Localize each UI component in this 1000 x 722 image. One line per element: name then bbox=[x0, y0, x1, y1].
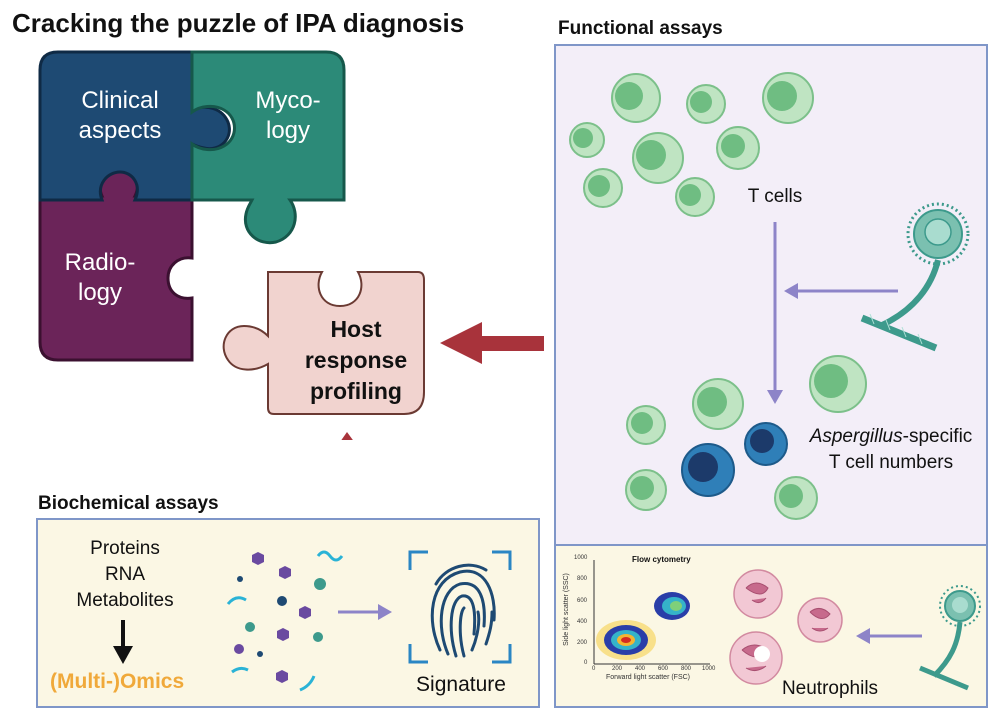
functional-assays-title: Functional assays bbox=[558, 18, 723, 39]
purple-arrow-left-head bbox=[784, 283, 798, 299]
clinical-label-line2: aspects bbox=[78, 117, 162, 144]
flow-xlabel: Forward light scatter (FSC) bbox=[606, 674, 691, 681]
t-cell-group-bottom bbox=[625, 355, 867, 520]
t-cells-label: T cells bbox=[747, 186, 803, 207]
t-cell-nucleus bbox=[814, 364, 848, 398]
flow-xtick: 400 bbox=[635, 666, 646, 672]
rna-label: RNA bbox=[104, 564, 146, 585]
aspergillus-specific-label: Aspergillus-specific T cell numbers bbox=[796, 424, 986, 476]
multi-omics-label: (Multi-)Omics bbox=[50, 670, 185, 693]
clinical-label: Clinical aspects bbox=[60, 86, 180, 146]
t-cell-nucleus bbox=[679, 184, 701, 206]
flow-xtick: 600 bbox=[658, 666, 669, 672]
t-cell-nucleus bbox=[697, 387, 727, 417]
flow-xtick: 1000 bbox=[702, 666, 716, 672]
red-arrow-left-shaft bbox=[480, 336, 544, 351]
t-cell-nucleus bbox=[767, 81, 797, 111]
flow-xtick: 800 bbox=[681, 666, 692, 672]
radiology-label-line2: logy bbox=[77, 279, 123, 306]
t-cell-nucleus bbox=[721, 134, 745, 158]
radiology-label: Radio- logy bbox=[50, 248, 150, 308]
molecule-scatter bbox=[226, 550, 344, 692]
proteins-label: Proteins bbox=[90, 538, 160, 559]
biochemical-assays-title: Biochemical assays bbox=[38, 493, 219, 514]
aspergillus-icon bbox=[860, 202, 970, 352]
metabolites-label: Metabolites bbox=[76, 590, 174, 611]
host-label-line2: response bbox=[304, 347, 408, 373]
red-arrow-up-head bbox=[341, 432, 353, 440]
flow-xtick: 0 bbox=[592, 666, 596, 672]
host-response-piece bbox=[222, 271, 425, 415]
specific-t-cell-nucleus bbox=[688, 452, 718, 482]
black-arrow-head bbox=[113, 646, 133, 664]
host-response-label: Host response profiling bbox=[286, 314, 426, 407]
flow-ytick: 0 bbox=[584, 660, 588, 666]
purple-arrow-neutrophil-head bbox=[856, 628, 870, 644]
mycology-label-line2: logy bbox=[265, 117, 311, 144]
t-cell-numbers-label: T cell numbers bbox=[828, 452, 954, 473]
flow-cytometry-plot bbox=[593, 560, 710, 665]
page-title: Cracking the puzzle of IPA diagnosis bbox=[12, 8, 465, 38]
radiology-label-line1: Radio- bbox=[64, 249, 136, 276]
signature-label: Signature bbox=[416, 673, 506, 696]
t-cell-nucleus bbox=[779, 484, 803, 508]
flow-ytick: 1000 bbox=[574, 555, 588, 561]
mycology-label: Myco- logy bbox=[238, 86, 338, 146]
t-cell-nucleus bbox=[588, 175, 610, 197]
t-cell-nucleus bbox=[636, 140, 666, 170]
t-cell-nucleus bbox=[615, 82, 643, 110]
puzzle-graphic bbox=[38, 50, 544, 440]
aspergillus-italic: Aspergillus bbox=[809, 426, 903, 447]
t-cell-nucleus bbox=[573, 128, 593, 148]
host-label-line1: Host bbox=[330, 316, 382, 342]
t-cell-nucleus bbox=[631, 412, 653, 434]
mycology-piece bbox=[190, 50, 346, 245]
fingerprint-icon bbox=[408, 550, 512, 664]
host-label-line3: profiling bbox=[310, 378, 402, 404]
flow-ytick: 200 bbox=[577, 640, 588, 646]
purple-arrow-down-head bbox=[767, 390, 783, 404]
black-arrow-shaft bbox=[121, 620, 125, 650]
flow-ytick: 800 bbox=[577, 576, 588, 582]
neutrophils-label: Neutrophils bbox=[781, 678, 879, 699]
flow-ytick: 600 bbox=[577, 598, 588, 604]
flow-cytometry-title: Flow cytometry bbox=[632, 555, 691, 564]
neutrophil-group bbox=[729, 569, 843, 685]
biochemical-items: Proteins RNA Metabolites bbox=[50, 536, 200, 614]
specific-suffix: -specific bbox=[902, 426, 973, 447]
mycology-label-line1: Myco- bbox=[255, 87, 321, 114]
red-arrow-left-head bbox=[440, 322, 482, 364]
flow-ytick: 400 bbox=[577, 619, 588, 625]
t-cell-group-top bbox=[569, 72, 814, 217]
t-cell-nucleus bbox=[630, 476, 654, 500]
t-cell-nucleus bbox=[690, 91, 712, 113]
flow-xtick: 200 bbox=[612, 666, 623, 672]
aspergillus-small-icon bbox=[919, 585, 981, 691]
specific-t-cell-nucleus bbox=[750, 429, 774, 453]
neutrophil bbox=[797, 597, 843, 643]
purple-arrow-biochem-head bbox=[378, 604, 392, 620]
clinical-label-line1: Clinical bbox=[81, 87, 159, 114]
